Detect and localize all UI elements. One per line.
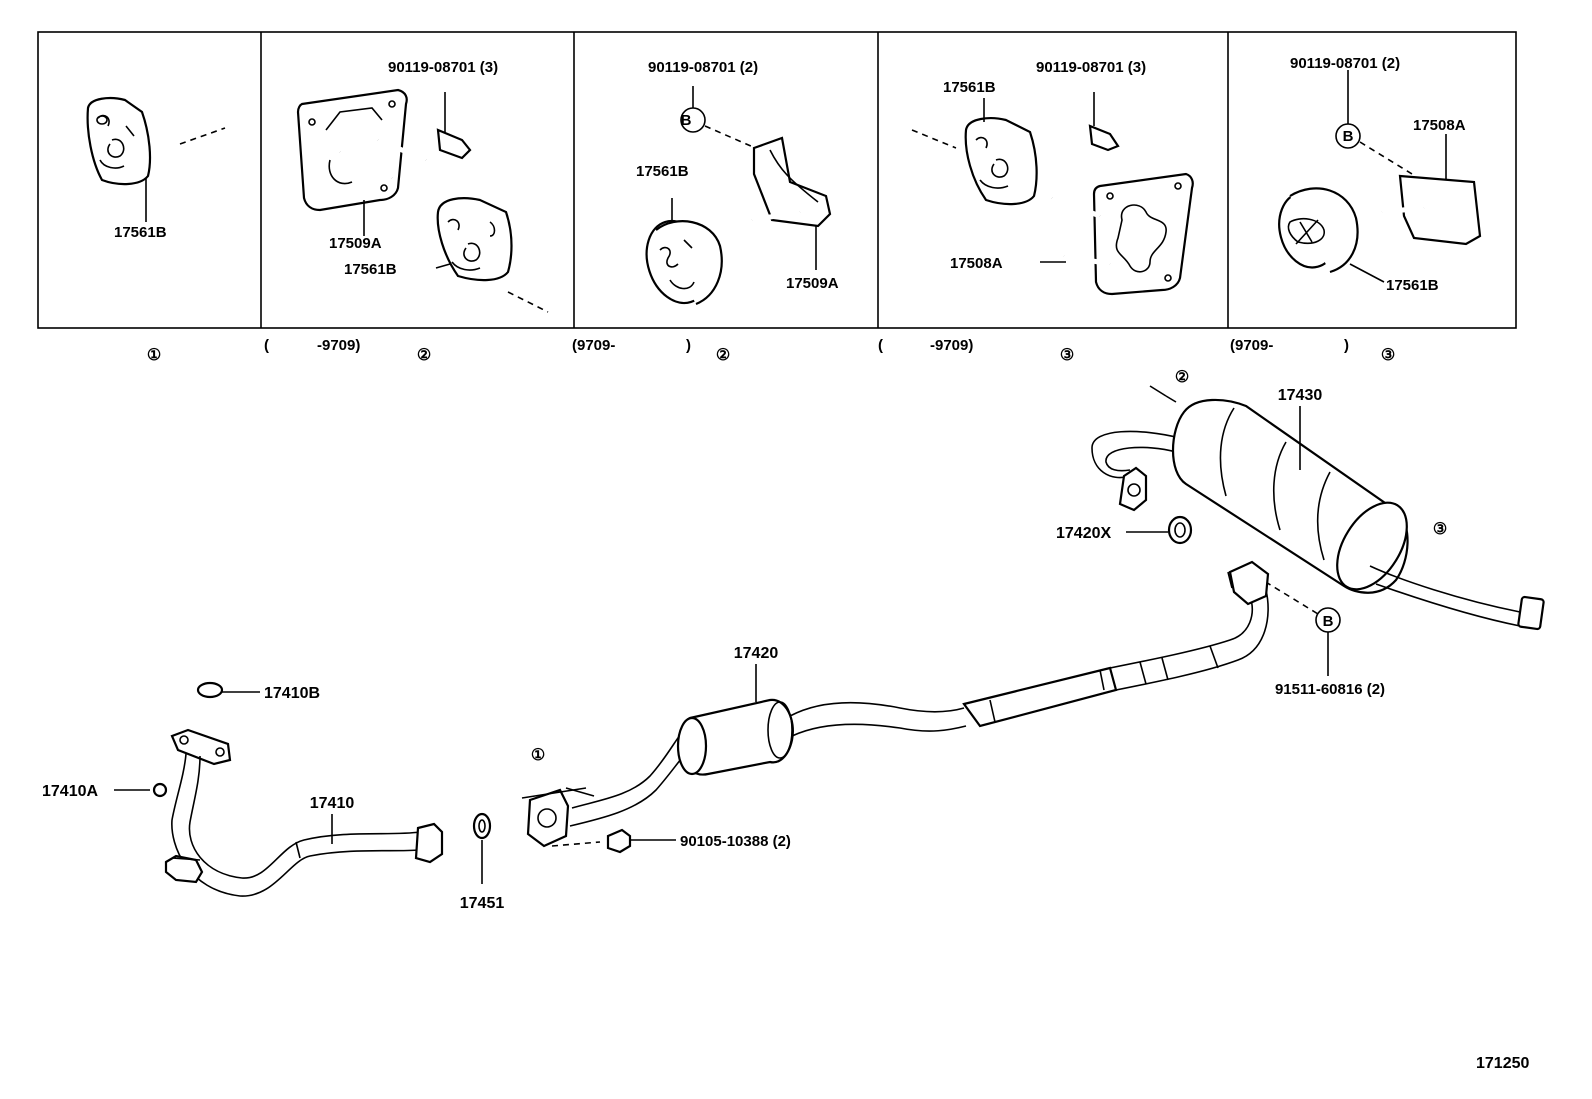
- label-17410a: 17410A: [42, 783, 98, 800]
- tail-muffler-drawing: [1091, 385, 1545, 631]
- panel-5-range-start: (9709-: [1230, 337, 1273, 354]
- panel-2-drawing: [296, 88, 549, 313]
- panel-2-range-start: (: [264, 337, 269, 354]
- panel-5-label-3: 17561B: [1386, 277, 1439, 294]
- panel-5-drawing: [1278, 70, 1482, 283]
- label-ref-1: ①: [531, 747, 545, 764]
- panel-4-label-1: 90119-08701 (3): [1036, 59, 1146, 76]
- panel-3-label-1: B: [681, 112, 692, 129]
- label-91511: 91511-60816 (2): [1275, 681, 1385, 698]
- panel-5-callout: ③: [1381, 347, 1395, 364]
- panel-3-drawing: [645, 86, 832, 306]
- panel-5-label-1: B: [1343, 128, 1354, 145]
- inset-frame: [37, 31, 1517, 329]
- panel-4-drawing: [911, 92, 1194, 296]
- panel-5-range-end: ): [1344, 337, 1349, 354]
- panel-3-label-3: 17509A: [786, 275, 839, 292]
- panel-5-label-2: 17508A: [1413, 117, 1466, 134]
- panel-3-callout: ②: [716, 347, 730, 364]
- panel-2-callout: ②: [417, 347, 431, 364]
- center-pipe-drawing: [569, 560, 1270, 827]
- center-pipe-flange-drawing: [521, 787, 595, 848]
- panel-2-label-0: 90119-08701 (3): [388, 59, 498, 76]
- panel-4-label-2: 17508A: [950, 255, 1003, 272]
- panel-2-label-2: 17561B: [344, 261, 397, 278]
- front-pipe-drawing: [152, 728, 444, 897]
- bolt-90105-drawing: [606, 828, 632, 854]
- panel-4-range-start: (: [878, 337, 883, 354]
- label-ref-b: B: [1323, 613, 1334, 630]
- panel-4-label-0: 17561B: [943, 79, 996, 96]
- label-17430: 17430: [1278, 387, 1323, 404]
- panel-1-callout: ①: [147, 347, 161, 364]
- label-17420: 17420: [734, 645, 779, 662]
- label-17420x: 17420X: [1056, 525, 1111, 542]
- gasket-17451-drawing: [472, 812, 492, 840]
- panel-3-range-start: (9709-: [572, 337, 615, 354]
- panel-2-range-end: -9709): [317, 337, 360, 354]
- panel-3-label-0: 90119-08701 (2): [648, 59, 758, 76]
- panel-3-range-end: ): [686, 337, 691, 354]
- label-ref-2: ②: [1175, 369, 1189, 386]
- panel-1-drawing: [86, 97, 226, 222]
- panel-4-range-end: -9709): [930, 337, 973, 354]
- label-17451: 17451: [460, 895, 505, 912]
- figure-number: 171250: [1476, 1055, 1529, 1072]
- panel-5-label-0: 90119-08701 (2): [1290, 55, 1400, 72]
- label-ref-3: ③: [1433, 521, 1447, 538]
- panel-2-label-1: 17509A: [329, 235, 382, 252]
- panel-4-callout: ③: [1060, 347, 1074, 364]
- label-17410b: 17410B: [264, 685, 320, 702]
- panel-1-label-0: 17561B: [114, 224, 167, 241]
- label-17410: 17410: [310, 795, 355, 812]
- gasket-17420x-drawing: [1167, 515, 1193, 545]
- gasket-17410b-drawing: [196, 681, 224, 699]
- panel-3-label-2: 17561B: [636, 163, 689, 180]
- label-90105: 90105-10388 (2): [680, 833, 791, 850]
